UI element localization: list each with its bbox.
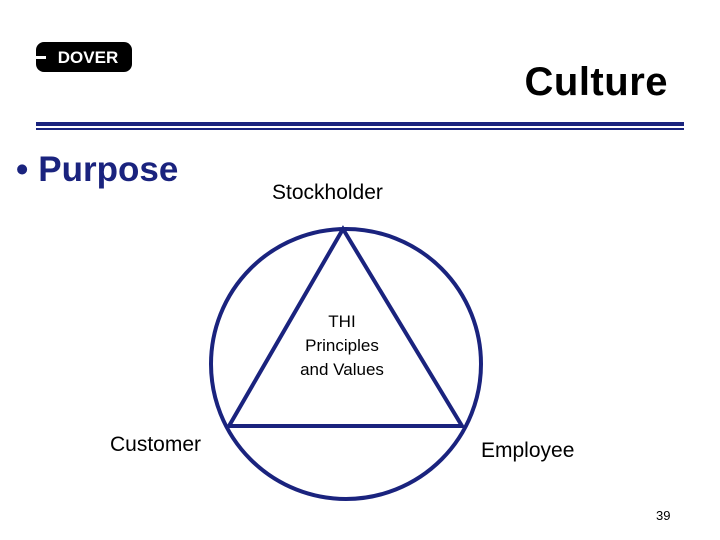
center-line-1: THI: [328, 312, 356, 331]
diagram-triangle: [225, 225, 466, 428]
center-line-2: Principles: [305, 336, 379, 355]
title-rule-bottom: [36, 128, 684, 130]
page-number: 39: [656, 508, 671, 523]
diagram-circle: [209, 227, 483, 501]
label-employee: Employee: [481, 439, 575, 462]
title-rule-top: [36, 122, 684, 126]
center-line-3: and Values: [300, 360, 384, 379]
bullet-text: Purpose: [38, 150, 179, 189]
dover-logo: DOVER: [36, 42, 132, 72]
center-text: THI Principles and Values: [272, 310, 412, 382]
label-stockholder: Stockholder: [272, 181, 383, 204]
logo-text: DOVER: [58, 48, 118, 67]
bullet-dot: •: [16, 150, 29, 189]
bullet-item: •Purpose: [16, 150, 178, 190]
slide-title: Culture: [524, 60, 668, 104]
label-customer: Customer: [110, 433, 202, 456]
